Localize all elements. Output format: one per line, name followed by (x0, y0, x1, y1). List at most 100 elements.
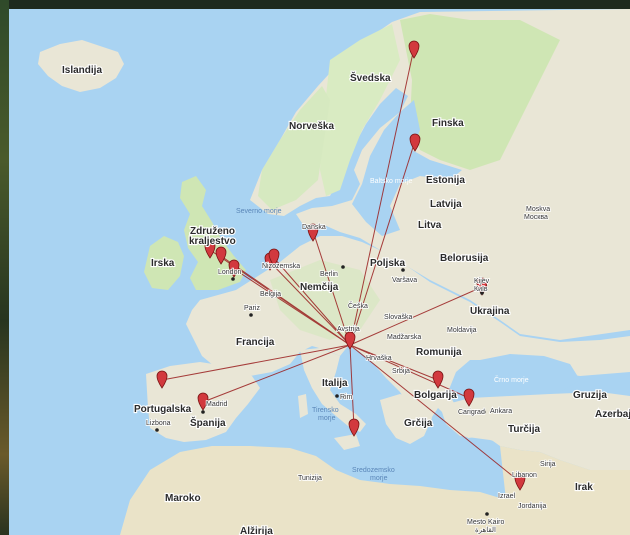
label-slovaska: Slovaška (384, 314, 413, 321)
marker-denmark[interactable] (307, 223, 319, 242)
land-north-africa (120, 446, 575, 535)
marker-hub[interactable] (344, 331, 356, 350)
route-greece (349, 344, 470, 399)
water-baltic (352, 100, 462, 236)
label-islandija: Islandija (62, 65, 102, 76)
label-baltsko: Baltsko morje (370, 178, 413, 185)
city-dots (155, 265, 489, 516)
city-dot-carigrad (482, 410, 486, 414)
label-belorusija: Belorusija (440, 253, 489, 264)
label-madrid: Madrid (206, 401, 228, 408)
label-nemcija: Nemčija (300, 282, 339, 293)
city-dot-london (231, 277, 235, 281)
label-moskva-2: Москва (524, 214, 548, 221)
label-cesko: Češka (348, 301, 368, 310)
label-berlin: Berlin (320, 271, 338, 278)
land-green-central (270, 260, 380, 340)
label-zdruzeno-1: Združeno (190, 226, 235, 237)
label-severno: Severno morje (236, 208, 282, 215)
label-tunizija: Tunizija (298, 475, 322, 482)
label-tirensko-2: morje (318, 415, 336, 422)
label-litva: Litva (418, 220, 442, 231)
land-levant (500, 446, 630, 535)
label-kairo-2: القاهرة (475, 526, 496, 534)
route-denmark (312, 230, 351, 346)
label-italija: Italija (322, 378, 348, 389)
label-zdruzeno-2: kraljestvo (189, 236, 236, 247)
city-dot-kairo (485, 512, 489, 516)
label-ukrajina: Ukrajina (470, 306, 510, 317)
label-irak: Irak (575, 482, 593, 493)
marker-greece[interactable] (463, 388, 475, 407)
marker-bulgaria[interactable] (432, 370, 444, 389)
marker-netherlands-2[interactable] (268, 248, 280, 267)
route-finland-north (349, 47, 415, 346)
route-netherlands-2 (273, 257, 351, 346)
marker-israel[interactable] (514, 472, 526, 491)
city-dot-pariz (249, 313, 253, 317)
water-black-sea (458, 354, 580, 394)
label-sirija: Sirija (540, 461, 556, 468)
label-latvija: Latvija (430, 199, 462, 210)
marker-kyiv[interactable] (476, 277, 488, 296)
label-nizozemska: Nizozemska (262, 263, 300, 270)
marker-galicia[interactable] (156, 370, 168, 389)
label-poljska: Poljska (370, 258, 405, 269)
route-sicily (349, 344, 355, 429)
label-avstrija: Avstrija (337, 326, 360, 333)
marker-madrid[interactable] (197, 392, 209, 411)
label-finska: Finska (432, 118, 464, 129)
label-belgija: Belgija (260, 291, 281, 298)
marker-london[interactable] (228, 259, 240, 278)
label-varsava: Varšava (392, 277, 417, 284)
label-izrael: Izrael (498, 493, 516, 500)
land-turkey (440, 392, 630, 450)
city-dot-berlin (341, 265, 345, 269)
route-galicia (161, 344, 351, 381)
label-maroko: Maroko (165, 493, 201, 504)
route-kyiv (349, 286, 483, 346)
label-lizbona: Lizbona (146, 420, 171, 427)
route-netherlands-1 (269, 261, 351, 346)
label-svedska: Švedska (350, 71, 391, 84)
markers[interactable] (156, 40, 526, 491)
label-kairo-1: Mesto Kairo (467, 519, 504, 526)
label-libanon: Libanon (512, 472, 537, 479)
label-romunija: Romunija (416, 347, 462, 358)
label-hrvaska: Hrvaška (366, 355, 392, 362)
background-strip (0, 0, 9, 535)
country-labels: Islandija Švedska Norveška Finska Estoni… (61, 64, 630, 535)
small-country-labels: Danska Nizozemska Belgija Češka Slovaška… (259, 223, 556, 511)
label-grcija: Grčija (404, 418, 433, 429)
label-alzirija: Alžirija (240, 526, 273, 535)
label-turcija: Turčija (508, 424, 540, 435)
label-sredozemsko-2: morje (370, 475, 388, 482)
label-rim: Rim (340, 394, 353, 401)
route-madrid (202, 344, 351, 403)
land-italy (300, 348, 366, 432)
land-iceland (38, 40, 124, 92)
land-ireland (144, 236, 184, 290)
label-estonija: Estonija (426, 175, 465, 186)
marker-uk-mid[interactable] (215, 246, 227, 265)
label-ankara: Ankara (490, 408, 512, 415)
marker-uk-west[interactable] (204, 240, 216, 259)
marker-finland-north[interactable] (408, 40, 420, 59)
label-kijev-1: Kijev (474, 278, 490, 285)
land-sardinia (298, 394, 308, 418)
europe-map[interactable]: Islandija Švedska Norveška Finska Estoni… (9, 9, 630, 535)
label-london: London (218, 269, 241, 276)
label-moskva-1: Moskva (526, 206, 550, 213)
land-greece (380, 394, 432, 444)
label-portugalska: Portugalska (134, 404, 192, 415)
city-dot-varsava (401, 268, 405, 272)
city-dot-kijev (480, 291, 484, 295)
label-jordanija: Jordanija (518, 503, 547, 510)
city-dot-rim (335, 394, 339, 398)
label-danska: Danska (302, 224, 326, 231)
route-bulgaria (349, 344, 439, 381)
label-norveska: Norveška (289, 121, 334, 132)
marker-sicily[interactable] (348, 418, 360, 437)
marker-tampere[interactable] (409, 133, 421, 152)
